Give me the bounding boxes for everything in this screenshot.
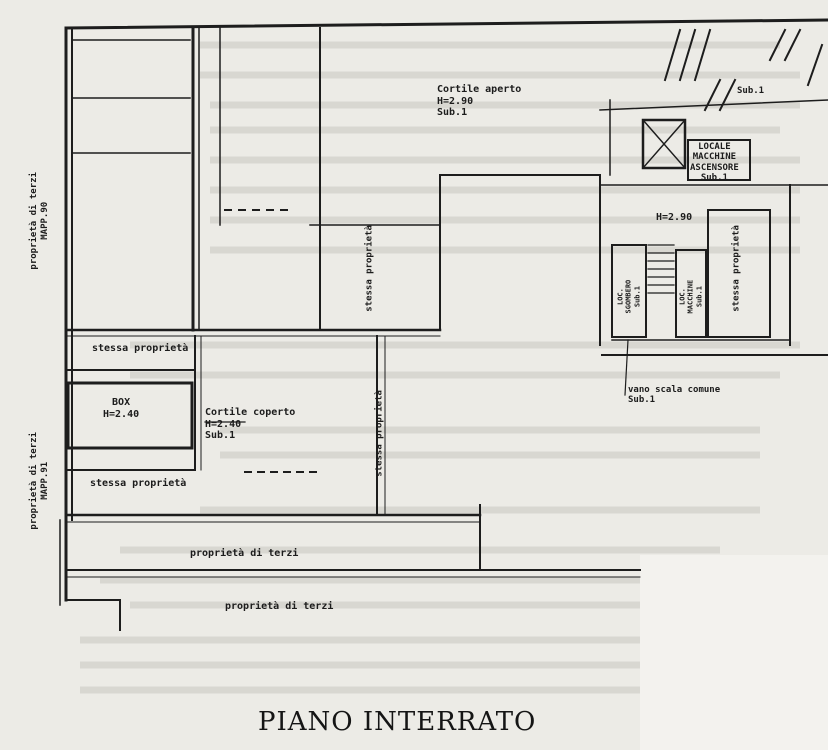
proprieta-terzi-top-left-label: proprietà di terzi MAPP.90: [29, 172, 50, 270]
proprieta-terzi-bottom-left-label: proprietà di terzi MAPP.91: [29, 432, 50, 530]
proprieta-terzi-2-label: proprietà di terzi: [225, 601, 334, 612]
blank-area: [640, 555, 828, 750]
stessa-proprieta-box-label: stessa proprietà: [90, 478, 187, 489]
cortile-aperto-label: Cortile aperto H=2.90 Sub.1: [437, 84, 522, 118]
stessa-proprieta-right-label: stessa proprietà: [731, 225, 742, 312]
vano-scala-label: vano scala comune Sub.1: [628, 385, 721, 406]
plan-title: PIANO INTERRATO: [258, 707, 537, 737]
locale-macchine-label: LOCALE MACCHINE ASCENSORE Sub.1: [690, 142, 739, 184]
stair-height-label: H=2.90: [656, 212, 693, 223]
stair-left-label: LOC. SGOMBERO Sub.1: [616, 279, 642, 314]
proprieta-terzi-1-label: proprietà di terzi: [190, 548, 299, 559]
stessa-proprieta-center-label: stessa proprietà: [364, 225, 375, 312]
stessa-proprieta-mid-label: stessa proprietà: [374, 390, 385, 477]
cortile-coperto-label: Cortile coperto H=2.40 Sub.1: [205, 407, 296, 441]
stair-right-label: LOC. MACCHINE Sub.1: [678, 279, 704, 314]
sub1-top-label: Sub.1: [737, 86, 765, 96]
stessa-proprieta-left-label: stessa proprietà: [92, 343, 189, 354]
box-label: BOX H=2.40: [103, 397, 140, 420]
